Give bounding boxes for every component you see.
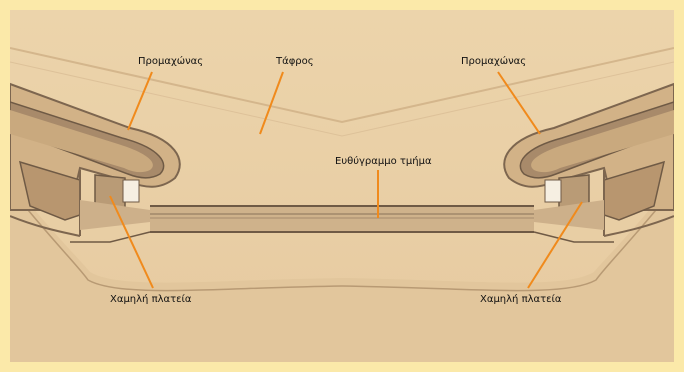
fortification-drawing — [10, 10, 674, 362]
label-bastion-left: Προμαχώνας — [138, 56, 203, 68]
label-bastion-right: Προμαχώνας — [461, 56, 526, 68]
label-low-platform-left: Χαμηλή πλατεία — [110, 294, 192, 306]
label-curtain-wall: Ευθύγραμμο τμήμα — [335, 156, 432, 168]
label-low-platform-right: Χαμηλή πλατεία — [480, 294, 562, 306]
label-moat: Τάφρος — [276, 56, 314, 68]
fortification-diagram: Προμαχώνας Τάφρος Προμαχώνας Ευθύγραμμο … — [10, 10, 674, 362]
